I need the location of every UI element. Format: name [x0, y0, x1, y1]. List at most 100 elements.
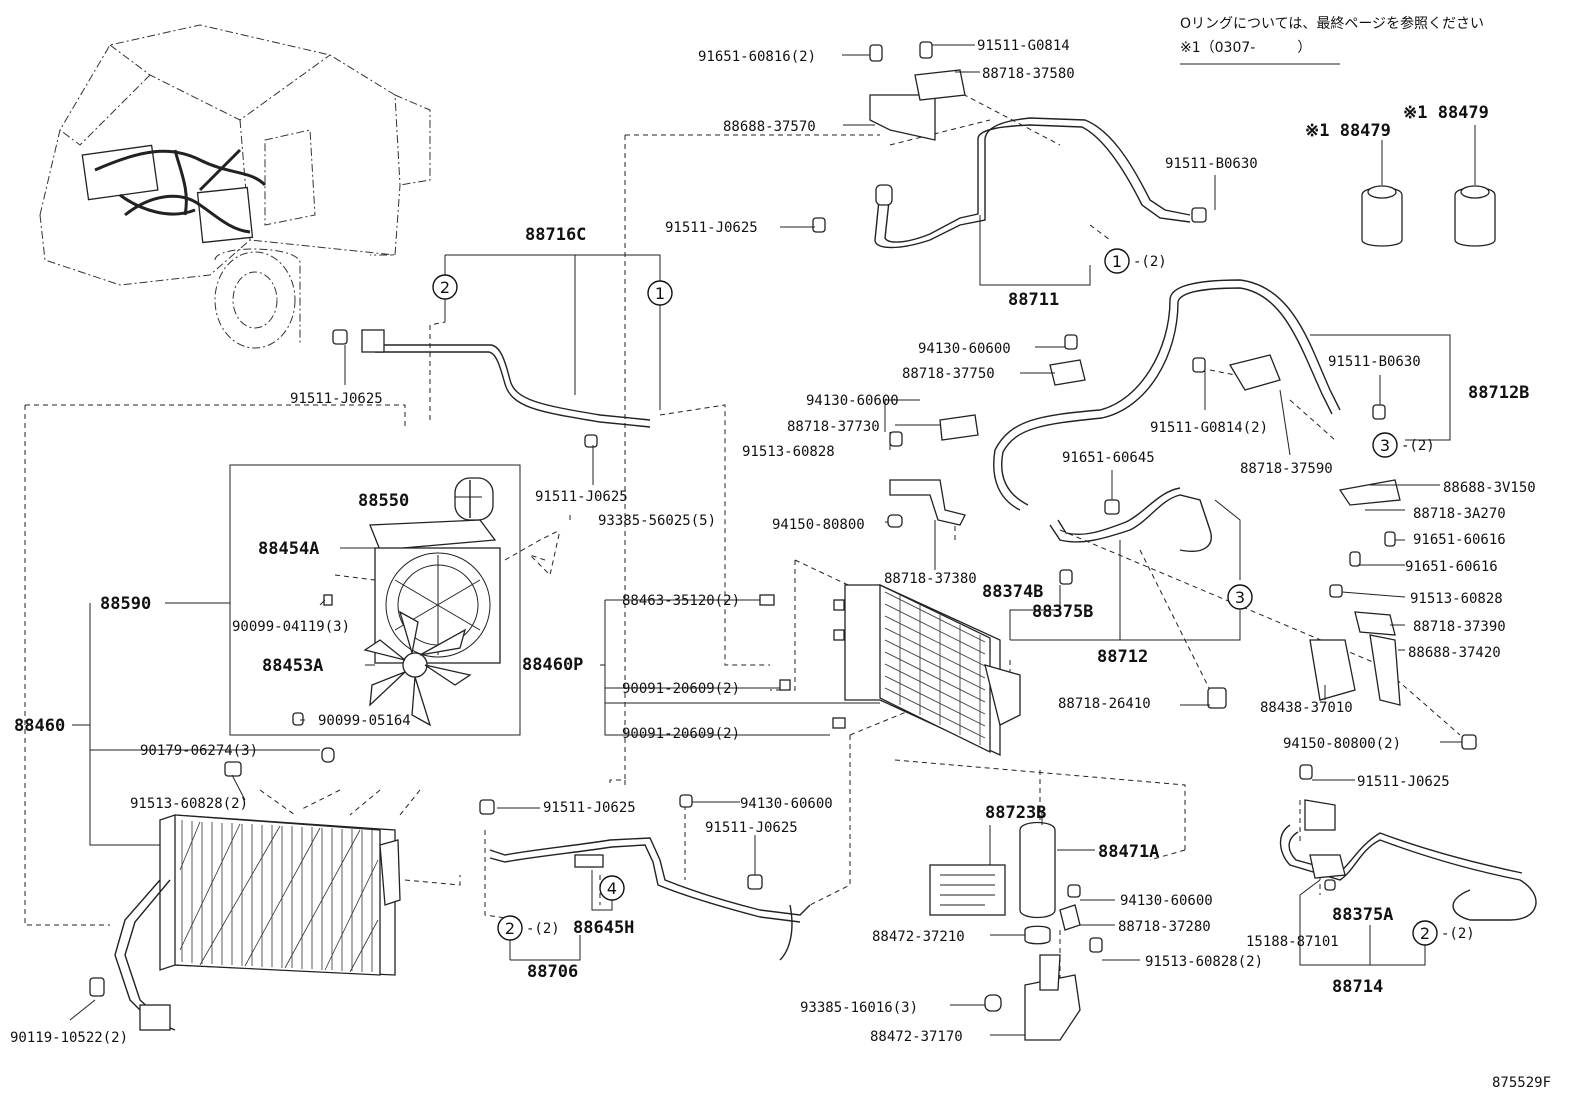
- part-label: 88453A: [262, 656, 323, 676]
- part-label: 88374B: [982, 582, 1043, 602]
- part-label: 91511-B0630: [1328, 354, 1421, 370]
- note-line-1: Oリングについては、最終ページを参照ください: [1180, 15, 1484, 32]
- part-label: 94150-80800: [772, 517, 865, 533]
- svg-text:-(2): -(2): [1133, 254, 1167, 270]
- part-label: 90099-05164: [318, 713, 411, 729]
- svg-text:1: 1: [655, 284, 665, 303]
- part-label: 88472-37210: [872, 929, 965, 945]
- hose-88716c: [332, 329, 651, 448]
- callout: 3: [1227, 584, 1253, 610]
- hose-88706: [479, 794, 811, 961]
- part-labels: 91651-60816(2) 91511-G0814 88718-37580 8…: [10, 38, 1536, 1046]
- part-label: 91513-60828(2): [1145, 954, 1263, 970]
- part-label: 88590: [100, 594, 151, 614]
- svg-text:4: 4: [607, 879, 617, 898]
- hose-88714: [1279, 764, 1537, 921]
- part-label: 88460: [14, 716, 65, 736]
- part-label: 91511-J0625: [1357, 774, 1450, 790]
- part-label: 88688-37570: [723, 119, 816, 135]
- callouts: 2 1 1 -(2) 3 -(2) 3 2 -(2) 4: [432, 248, 1475, 946]
- svg-text:-(2): -(2): [1441, 926, 1475, 942]
- hose-88712: [993, 279, 1386, 709]
- dryer-88471a: [929, 821, 1103, 1041]
- leader-lines: [69, 44, 1476, 1036]
- part-label: 91513-60828(2): [130, 796, 248, 812]
- svg-text:2: 2: [1420, 924, 1430, 943]
- note-line-2: ※1（0307- ）: [1180, 40, 1311, 56]
- callout: 1 -(2): [1104, 248, 1167, 274]
- part-label: 88706: [527, 962, 578, 982]
- part-label: 90099-04119(3): [232, 619, 350, 635]
- part-label: 88688-3V150: [1443, 480, 1536, 496]
- guide-lines: [24, 89, 1461, 1000]
- diagram-id: 875529F: [1492, 1075, 1551, 1091]
- part-label: 88712B: [1468, 383, 1529, 403]
- part-label: 88718-37750: [902, 366, 995, 382]
- condenser: [89, 747, 401, 1031]
- part-label: 91513-60828: [1410, 591, 1503, 607]
- part-label: 91511-J0625: [535, 489, 628, 505]
- svg-text:-(2): -(2): [526, 921, 560, 937]
- part-label: 94130-60600: [806, 393, 899, 409]
- part-label: 90091-20609(2): [622, 726, 740, 742]
- part-label: 93385-56025(5): [598, 513, 716, 529]
- part-label: ※1 88479: [1305, 121, 1391, 141]
- part-label: 94130-60600: [918, 341, 1011, 357]
- callout: 2 -(2): [497, 915, 560, 941]
- hose-88711: [812, 41, 1207, 249]
- callout: 2 -(2): [1412, 920, 1475, 946]
- part-label: 88375A: [1332, 905, 1393, 925]
- part-label: 88718-37380: [884, 571, 977, 587]
- vehicle-outline: [39, 24, 431, 349]
- part-label: 88645H: [573, 918, 634, 938]
- part-label: 94150-80800(2): [1283, 736, 1401, 752]
- part-label: 88711: [1008, 290, 1059, 310]
- svg-text:3: 3: [1235, 588, 1245, 607]
- part-label: 88714: [1332, 977, 1383, 997]
- part-label: 88463-35120(2): [622, 593, 740, 609]
- part-label: 88718-37580: [982, 66, 1075, 82]
- callout: 4: [599, 875, 625, 901]
- part-label: 88375B: [1032, 602, 1093, 622]
- part-label: 91511-J0625: [290, 391, 383, 407]
- brackets-center: [887, 334, 1086, 528]
- part-label: 90119-10522(2): [10, 1030, 128, 1046]
- part-label: 91511-J0625: [665, 220, 758, 236]
- brackets-right: [1309, 479, 1477, 750]
- part-label: 88723B: [985, 803, 1046, 823]
- callout: 2: [432, 274, 458, 300]
- part-label: 88471A: [1098, 842, 1159, 862]
- part-label: 88718-37280: [1118, 919, 1211, 935]
- part-label: 88550: [358, 491, 409, 511]
- part-label: 88718-37590: [1240, 461, 1333, 477]
- part-label: 91651-60616: [1413, 532, 1506, 548]
- part-label: 88718-26410: [1058, 696, 1151, 712]
- part-label: 91511-J0625: [543, 800, 636, 816]
- part-label: 91511-G0814(2): [1150, 420, 1268, 436]
- part-label: 15188-87101: [1246, 934, 1339, 950]
- svg-text:2: 2: [440, 278, 450, 297]
- part-label: 94130-60600: [740, 796, 833, 812]
- callout: 1: [647, 280, 673, 306]
- cooler-core: [759, 583, 1021, 757]
- part-label: 88712: [1097, 647, 1148, 667]
- part-label: 90179-06274(3): [140, 743, 258, 759]
- part-label: 91511-G0814: [977, 38, 1070, 54]
- part-label: 91651-60645: [1062, 450, 1155, 466]
- part-label: 91511-J0625: [705, 820, 798, 836]
- receiver-88479-b: [1454, 185, 1496, 247]
- part-label: ※1 88479: [1403, 103, 1489, 123]
- part-label: 88472-37170: [870, 1029, 963, 1045]
- fan-blade: [363, 610, 472, 727]
- part-label: 93385-16016(3): [800, 1000, 918, 1016]
- part-label: 91651-60816(2): [698, 49, 816, 65]
- receiver-88479-a: [1361, 185, 1403, 247]
- part-label: 88438-37010: [1260, 700, 1353, 716]
- svg-text:2: 2: [505, 919, 515, 938]
- callout: 3 -(2): [1372, 432, 1435, 458]
- part-label: 88688-37420: [1408, 645, 1501, 661]
- part-label: 90091-20609(2): [622, 681, 740, 697]
- svg-text:-(2): -(2): [1401, 438, 1435, 454]
